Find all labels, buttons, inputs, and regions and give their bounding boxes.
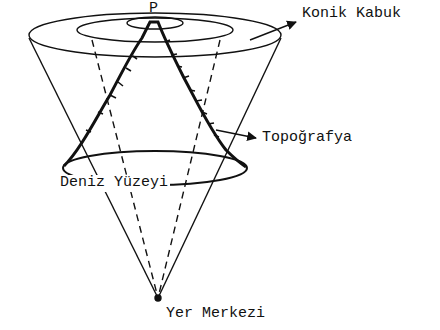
earth-center-dot [155, 295, 161, 301]
inner-cone-line [92, 40, 158, 298]
topography-hatch [86, 40, 219, 137]
topography-label: Topoğrafya [260, 130, 354, 147]
cone-rim [29, 13, 281, 57]
leader-line [250, 22, 296, 40]
topography [64, 22, 246, 167]
leader-line [216, 130, 256, 138]
point-label: P [147, 1, 160, 18]
inner-cone-line [158, 40, 220, 298]
sea-level-label: Deniz Yüzeyi [58, 175, 170, 192]
cone-side [158, 38, 281, 298]
earth-center-label: Yer Merkezi [164, 306, 267, 323]
shell-label: Konik Kabuk [300, 6, 403, 23]
cone-side [29, 38, 158, 298]
